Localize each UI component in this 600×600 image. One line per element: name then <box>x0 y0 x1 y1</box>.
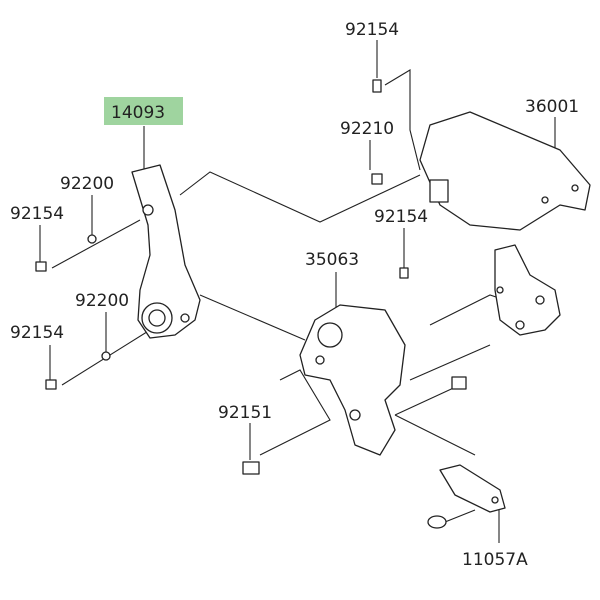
highlight-box <box>104 97 183 125</box>
bolt-left-upper-part[interactable] <box>35 261 47 272</box>
bolts <box>35 79 467 475</box>
label-bolt-bottom[interactable]: 92151 <box>218 403 272 423</box>
bolt-mid-part[interactable] <box>399 267 409 279</box>
label-bolt-left-upper[interactable]: 92154 <box>10 204 64 224</box>
cover-36001-part[interactable] <box>419 111 591 231</box>
label-washer-upper[interactable]: 92200 <box>60 174 114 194</box>
bolt-bottom-part[interactable] <box>242 461 260 475</box>
label-cover[interactable]: 36001 <box>525 97 579 117</box>
label-bolt-mid[interactable]: 92154 <box>374 207 428 227</box>
label-washer-lower[interactable]: 92200 <box>75 291 129 311</box>
label-bolt-top[interactable]: 92154 <box>345 20 399 40</box>
guard-11057a-part[interactable] <box>427 464 506 529</box>
label-bracket-main[interactable]: 14093 <box>111 103 165 123</box>
grommet-part[interactable] <box>427 515 447 529</box>
washer-lower-part[interactable] <box>101 351 111 361</box>
nut-92210-part[interactable] <box>371 173 383 185</box>
label-nut[interactable]: 92210 <box>340 119 394 139</box>
bracket-14093-part[interactable] <box>131 164 201 339</box>
bolt-plate-part[interactable] <box>451 376 467 390</box>
washer-upper-part[interactable] <box>87 234 97 244</box>
bracket-plate-part[interactable] <box>494 244 561 336</box>
bracket-35063-part[interactable] <box>299 304 406 456</box>
label-guard[interactable]: 11057A <box>462 550 528 570</box>
bolt-top-part[interactable] <box>372 79 382 93</box>
bolt-left-lower-part[interactable] <box>45 379 57 390</box>
label-bracket-sub[interactable]: 35063 <box>305 250 359 270</box>
label-bolt-left-lower[interactable]: 92154 <box>10 323 64 343</box>
